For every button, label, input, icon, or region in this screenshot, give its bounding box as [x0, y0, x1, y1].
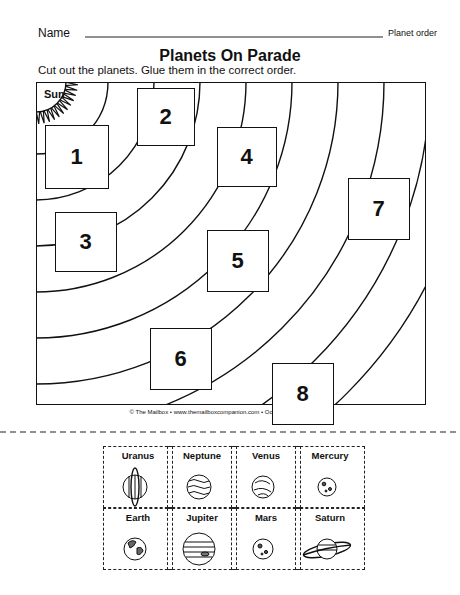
order-number: 8 [296, 381, 308, 407]
order-number: 7 [372, 196, 384, 222]
planet-name: Mercury [296, 450, 364, 461]
cut-line [0, 431, 460, 432]
name-field: Name [38, 26, 70, 40]
order-number: 5 [231, 248, 243, 274]
planet-name: Venus [232, 450, 300, 461]
planet-name: Mars [232, 512, 300, 523]
planet-cutout: Mercury [295, 446, 365, 508]
order-number: 2 [159, 104, 171, 130]
instructions: Cut out the planets. Glue them in the co… [38, 64, 296, 76]
planet-name: Neptune [168, 450, 236, 461]
planet-cutout: Saturn [295, 508, 365, 570]
planet-cutout: Neptune [167, 446, 237, 508]
planet-cutout: Venus [231, 446, 301, 508]
name-line [85, 37, 383, 38]
planet-cutout: Jupiter [167, 508, 237, 570]
planet-name: Saturn [296, 512, 364, 523]
sun-symbol [36, 82, 78, 124]
solar-system-frame: Sun 1 2 3 4 5 6 7 8 [36, 82, 426, 405]
worksheet-topic: Planet order [388, 28, 437, 38]
title: Planets On Parade [0, 47, 460, 65]
number-box: 4 [217, 127, 277, 187]
number-box: 5 [207, 230, 269, 292]
planet-name: Jupiter [168, 512, 236, 523]
number-box: 1 [45, 125, 109, 189]
copyright-note: © The Mailbox • www.themailboxcompanion.… [0, 409, 460, 415]
order-number: 4 [240, 144, 252, 170]
number-box: 8 [272, 363, 334, 425]
planet-name: Earth [104, 512, 172, 523]
planet-cutout: Earth [103, 508, 173, 570]
order-number: 3 [79, 229, 91, 255]
number-box: 2 [137, 88, 195, 146]
planet-name: Uranus [104, 450, 172, 461]
planet-cutout: Uranus [103, 446, 173, 508]
order-number: 6 [174, 346, 186, 372]
order-number: 1 [70, 144, 82, 170]
number-box: 7 [348, 178, 410, 240]
number-box: 6 [150, 328, 212, 390]
planet-cutout: Mars [231, 508, 301, 570]
orbit-arcs [36, 82, 426, 405]
sun-label: Sun [44, 88, 65, 100]
number-box: 3 [55, 212, 117, 272]
